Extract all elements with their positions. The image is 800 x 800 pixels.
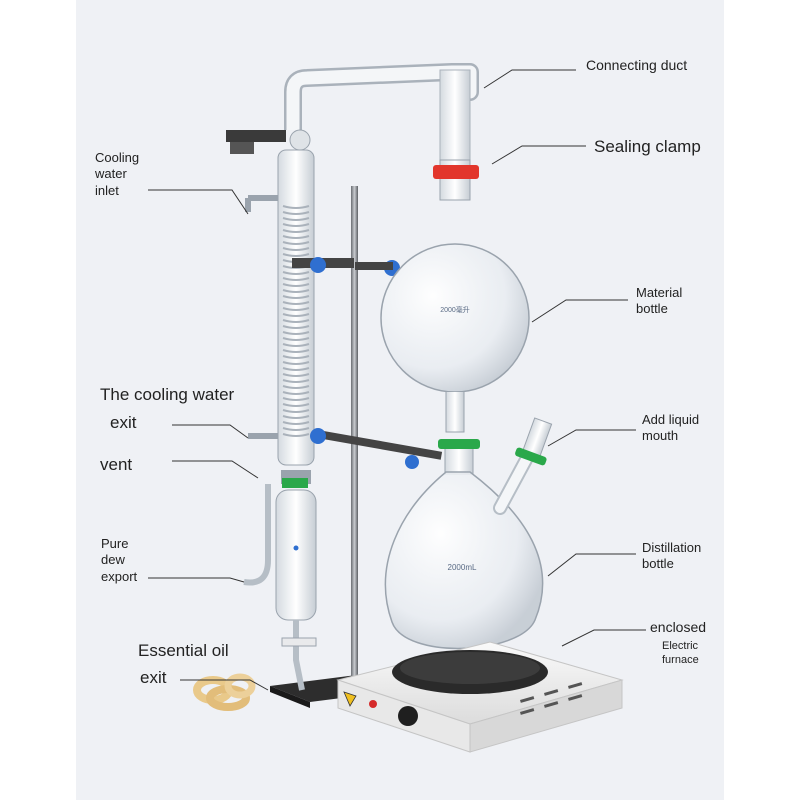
condenser-coil-turn [282, 397, 310, 401]
condenser-coil-turn [282, 379, 310, 383]
label-distillation-bottle: Distillation bottle [642, 540, 702, 572]
condenser-coil-turn [282, 277, 310, 281]
condenser-coil-turn [282, 271, 310, 275]
condenser-clamp [226, 129, 311, 154]
condenser-coil-turn [282, 373, 310, 377]
condenser-coil-turn [282, 409, 310, 413]
condenser-mid-clamp [292, 257, 400, 276]
condenser-coil-turn [282, 337, 310, 341]
leader-lines [148, 69, 646, 691]
condenser [245, 149, 315, 466]
condenser-coil-turn [282, 403, 310, 407]
condenser-coil-turn [282, 241, 310, 245]
label-add-liquid-mouth: Add liquid mouth [642, 412, 700, 444]
connecting-duct [284, 63, 479, 163]
label-vent: vent [100, 455, 133, 474]
condenser-coil-turn [282, 319, 310, 323]
condenser-coil-turn [282, 367, 310, 371]
condenser-coil-turn [282, 343, 310, 347]
condenser-coil-turn [282, 295, 310, 299]
condenser-coil-turn [282, 331, 310, 335]
stand-rod [351, 186, 358, 686]
rubber-tubing [193, 673, 256, 711]
label-essential-oil-exit-2: exit [140, 668, 167, 687]
green-clamp-liquid-mouth [515, 447, 547, 466]
condenser-coil-turn [282, 283, 310, 287]
condenser-coil-turn [282, 253, 310, 257]
condenser-coil-turn [282, 325, 310, 329]
electric-furnace [336, 641, 624, 753]
label-cooling-water-exit-1: The cooling water [100, 385, 235, 404]
condenser-coil-turn [282, 391, 310, 395]
condenser-coil-turn [282, 313, 310, 317]
condenser-coil-turn [282, 421, 310, 425]
condenser-coil-turn [282, 205, 310, 209]
condenser-coil-turn [282, 217, 310, 221]
label-cooling-water-exit-2: exit [110, 413, 137, 432]
condenser-coil-turn [282, 355, 310, 359]
condenser-coil-turn [282, 385, 310, 389]
label-sealing-clamp: Sealing clamp [594, 137, 701, 156]
material-bottle: 2000毫升 [380, 159, 530, 433]
label-pure-dew-export: Pure dew export [101, 536, 138, 584]
condenser-coil-turn [282, 349, 310, 353]
condenser-coil-turn [282, 307, 310, 311]
label-enclosed: enclosed [650, 619, 707, 635]
material-capacity-mark: 2000毫升 [440, 305, 470, 314]
condenser-coil-turn [282, 433, 310, 437]
distillation-capacity-mark: 2000mL [448, 563, 477, 572]
label-cooling-water-inlet: Cooling water inlet [95, 150, 140, 198]
condenser-coil-turn [282, 235, 310, 239]
condenser-coil-turn [282, 247, 310, 251]
label-essential-oil-exit-1: Essential oil [138, 641, 229, 660]
condenser-coil-turn [282, 301, 310, 305]
condenser-coil-turn [282, 211, 310, 215]
condenser-coil-turn [282, 223, 310, 227]
sealing-clamp [433, 165, 479, 179]
green-clamp-bottle [438, 439, 480, 449]
condenser-coil-turn [282, 229, 310, 233]
label-material-bottle: Material bottle [636, 285, 683, 317]
oil-separator [243, 470, 317, 691]
label-connecting-duct: Connecting duct [586, 57, 688, 73]
condenser-coil-turn [282, 289, 310, 293]
label-electric-furnace: Electric furnace [662, 640, 699, 666]
condenser-coil-turn [282, 361, 310, 365]
condenser-coil-turn [282, 415, 310, 419]
condenser-coil-turn [282, 427, 310, 431]
lower-clamp [310, 428, 443, 469]
